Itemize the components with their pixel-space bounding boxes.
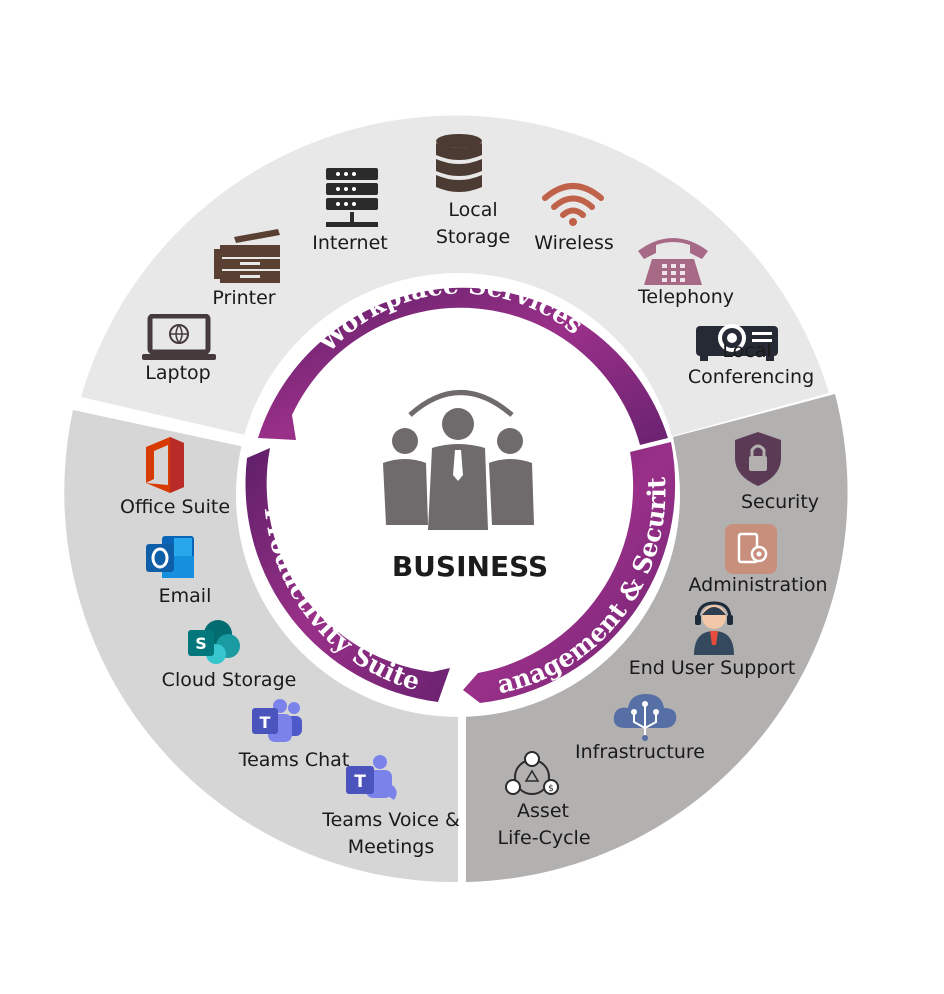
conferencing-label-1: Local — [722, 340, 772, 362]
end-user-support-label: End User Support — [628, 657, 796, 679]
conferencing-label-2: Conferencing — [687, 366, 815, 388]
storage-icon — [436, 134, 482, 192]
printer-label: Printer — [212, 287, 276, 309]
asset-label-1: Asset — [517, 800, 569, 822]
cloud-network-icon — [613, 694, 677, 741]
office-suite-label: Office Suite — [119, 496, 231, 518]
support-agent-icon — [694, 601, 734, 655]
security-label: Security — [740, 491, 820, 513]
cloud-storage-label: Cloud Storage — [161, 669, 297, 691]
wireless-label: Wireless — [534, 232, 614, 254]
segment-productivity — [64, 410, 459, 883]
asset-cycle-icon: $ — [505, 751, 559, 795]
printer-icon — [214, 229, 280, 283]
svg-text:T: T — [260, 713, 271, 732]
laptop-icon — [142, 314, 216, 360]
telephony-label: Telephony — [637, 286, 735, 308]
teams-chat-label: Teams Chat — [238, 749, 350, 771]
laptop-label: Laptop — [145, 362, 211, 384]
server-icon — [326, 168, 378, 227]
admin-gear-icon — [725, 524, 777, 574]
local-storage-label-2: Storage — [435, 226, 511, 248]
administration-label: Administration — [688, 574, 828, 596]
segment-management — [466, 394, 848, 882]
svg-text:$: $ — [548, 784, 554, 794]
telephone-icon — [638, 238, 708, 285]
sharepoint-icon: S — [188, 620, 240, 664]
office-icon — [146, 437, 184, 493]
arc-management — [463, 442, 676, 703]
outlook-icon — [146, 536, 194, 578]
center-title: BUSINESS — [391, 550, 549, 583]
wifi-icon — [542, 183, 604, 226]
svg-text:T: T — [354, 772, 366, 792]
lock-shield-icon — [735, 432, 781, 486]
infrastructure-label: Infrastructure — [574, 741, 705, 763]
asset-label-2: Life-Cycle — [497, 827, 591, 849]
internet-label: Internet — [312, 232, 388, 254]
teams-call-icon: T — [346, 755, 397, 800]
teams-voice-label-1: Teams Voice & — [322, 809, 460, 831]
email-label: Email — [158, 585, 212, 607]
arc-productivity — [245, 448, 450, 702]
projector-icon — [696, 324, 778, 361]
teams-icon: T — [252, 699, 302, 742]
svg-text:S: S — [195, 634, 207, 653]
local-storage-label-1: Local — [448, 199, 498, 221]
teams-voice-label-2: Meetings — [347, 836, 435, 858]
business-team-icon — [383, 390, 534, 530]
arc-workplace — [258, 287, 668, 445]
